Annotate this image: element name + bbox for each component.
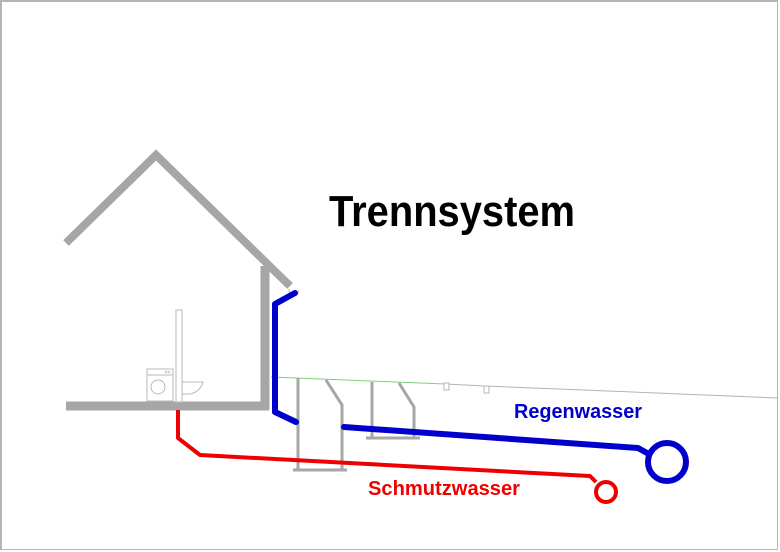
label-rainwater: Regenwasser (514, 401, 642, 423)
toilet-icon (182, 381, 204, 395)
ground-line-street (444, 383, 779, 399)
street-gully-1 (443, 382, 450, 391)
rainwater-sewer (341, 424, 650, 456)
ground-line (270, 376, 446, 385)
installation-wall (175, 309, 183, 403)
rainwater-downpipe (272, 290, 299, 425)
diagram-title: Trennsystem (329, 187, 575, 236)
house-roof (63, 149, 293, 289)
washing-machine-icon (146, 368, 174, 402)
label-wastewater: Schmutzwasser (368, 478, 520, 500)
rainwater-main-sewer (645, 440, 689, 484)
wastewater-sewer (176, 410, 598, 484)
inspection-shaft-1 (293, 378, 347, 472)
wastewater-main-sewer (594, 480, 618, 504)
street-gully-2 (483, 385, 490, 394)
